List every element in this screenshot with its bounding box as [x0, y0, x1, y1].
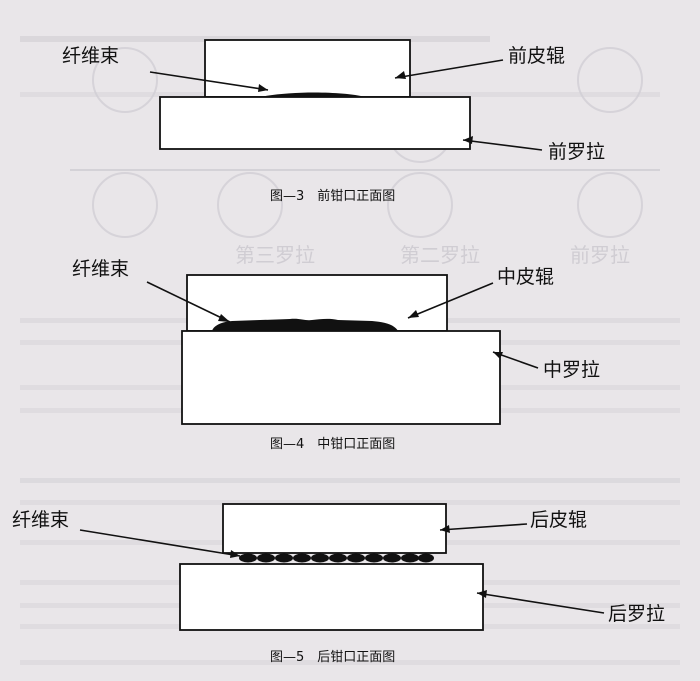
middle-bottom-roller-arrowhead: [493, 352, 503, 359]
ghost-roller: [217, 172, 283, 238]
back-fiber-arrowhead: [230, 550, 240, 558]
back-fiber-tuft: [293, 553, 311, 563]
back-fiber-tuft: [383, 553, 401, 563]
middle-fiber-bundle: [212, 318, 398, 331]
back-fiber-tuft: [365, 553, 383, 563]
front-top-roller: [204, 39, 411, 98]
middle-bottom-roller: [181, 330, 501, 425]
ghost-roller: [387, 172, 453, 238]
ghost-text-line: [20, 500, 680, 505]
back-top-roller-label: 后皮辊: [530, 509, 587, 531]
ghost-roller: [92, 172, 158, 238]
front-bottom-roller-label: 前罗拉: [548, 141, 605, 163]
front-fiber-arrowhead: [258, 84, 268, 92]
middle-top-roller-label: 中皮辊: [497, 266, 554, 288]
front-top-roller-leader: [394, 59, 504, 79]
back-fiber-tuft: [418, 553, 434, 563]
front-nip-caption: 图—3 前钳口正面图: [270, 188, 395, 204]
back-bottom-roller-arrowhead: [477, 590, 487, 598]
back-fiber-tuft: [311, 553, 329, 563]
back-bottom-roller-label: 后罗拉: [608, 603, 665, 625]
back-fiber-bundle: [239, 553, 434, 563]
middle-top-roller-leader: [407, 282, 494, 319]
back-bottom-roller-leader: [476, 592, 605, 614]
back-bottom-roller: [179, 563, 484, 631]
middle-fiber-leader: [146, 281, 231, 323]
back-fiber-tuft: [257, 553, 275, 563]
ghost-label: 第三罗拉: [235, 243, 315, 267]
ghost-text-line: [20, 36, 490, 42]
back-top-roller-arrowhead: [440, 525, 450, 533]
front-bottom-roller-arrowhead: [463, 136, 473, 144]
back-nip-caption: 图—5 后钳口正面图: [270, 650, 395, 665]
front-top-roller-arrowhead: [395, 71, 406, 79]
back-fiber-leader: [79, 529, 241, 557]
middle-bottom-roller-label: 中罗拉: [543, 359, 600, 381]
ghost-text-line: [20, 660, 680, 665]
figure-front-nip: 纤维束 前皮辊 前罗拉 图—3 前钳口正面图: [62, 39, 605, 204]
front-top-roller-label: 前皮辊: [508, 45, 565, 67]
ghost-roller: [577, 47, 643, 113]
middle-fiber-label: 纤维束: [72, 258, 129, 280]
front-bottom-roller: [159, 96, 471, 150]
middle-fiber-arrowhead: [218, 314, 230, 322]
back-fiber-tuft: [239, 553, 257, 563]
ghost-label: 第二罗拉: [400, 243, 480, 267]
back-fiber-label: 纤维束: [12, 509, 69, 531]
front-fiber-bundle: [260, 92, 366, 97]
back-fiber-tuft: [329, 553, 347, 563]
ghost-label: 前罗拉: [570, 243, 630, 267]
back-top-roller: [222, 503, 447, 554]
back-fiber-tuft: [275, 553, 293, 563]
figure-middle-nip: 纤维束 中皮辊 中罗拉 图—4 中钳口正面图: [72, 258, 600, 452]
ghost-roller: [92, 47, 158, 113]
back-top-roller-leader: [439, 523, 528, 531]
figure-back-nip: 纤维束 后皮辊 后罗拉 图—5 后钳口正面图: [12, 503, 665, 665]
front-fiber-leader: [149, 71, 269, 91]
ghost-text-line: [20, 478, 680, 483]
back-fiber-tuft: [401, 553, 419, 563]
front-fiber-label: 纤维束: [62, 45, 119, 67]
ghost-roller: [577, 172, 643, 238]
middle-top-roller-arrowhead: [408, 310, 419, 318]
middle-nip-caption: 图—4 中钳口正面图: [270, 437, 395, 452]
front-bottom-roller-leader: [462, 139, 543, 151]
back-fiber-tuft: [347, 553, 365, 563]
